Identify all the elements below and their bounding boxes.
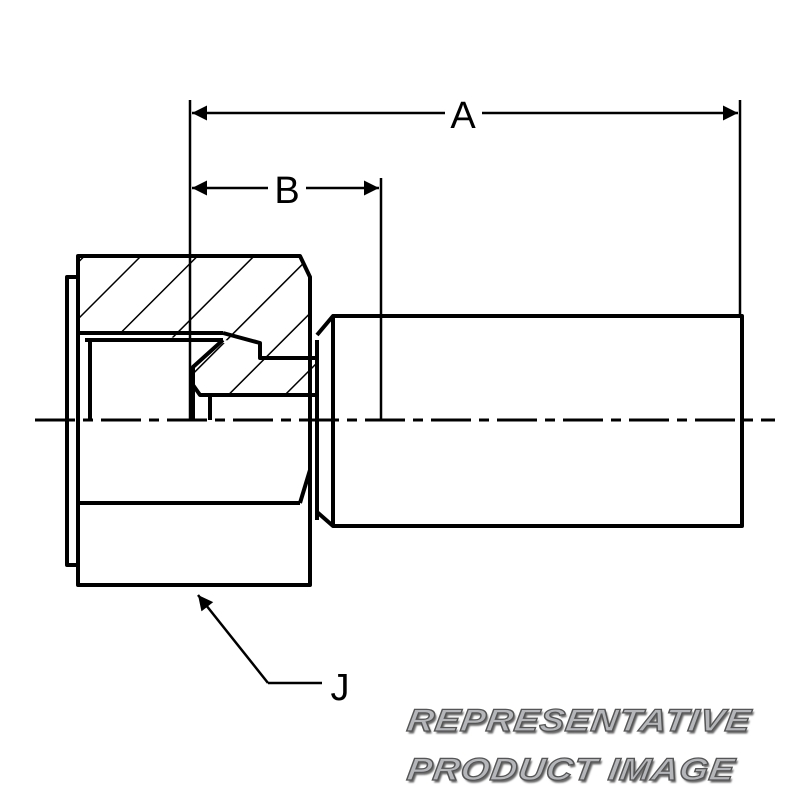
dimension-b bbox=[192, 178, 383, 420]
dimension-a bbox=[188, 100, 742, 420]
dimension-a-label: A bbox=[450, 95, 476, 137]
dimension-b-label: B bbox=[274, 170, 299, 212]
seat-section-hatch bbox=[193, 343, 317, 395]
watermark-line-2: PRODUCT IMAGE bbox=[404, 751, 738, 787]
nut-outline bbox=[65, 254, 317, 587]
leader-j-label: J bbox=[331, 667, 350, 709]
nut-section-hatch bbox=[78, 256, 310, 358]
watermark-line-1: REPRESENTATIVE bbox=[404, 702, 754, 738]
leader-j bbox=[197, 594, 322, 685]
